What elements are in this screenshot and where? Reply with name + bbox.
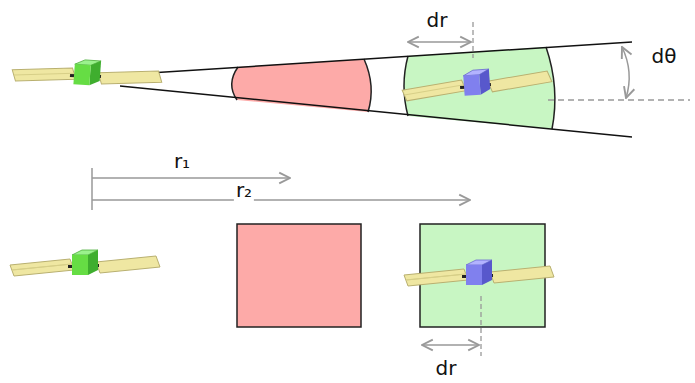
dimension-arrow: [408, 41, 471, 43]
drawing-part: [401, 71, 552, 101]
drawing-part: [10, 256, 160, 276]
drawing-part: [482, 260, 492, 285]
dimension-label: dr: [425, 9, 450, 31]
drawing-part: [89, 60, 101, 86]
satellite-symbol: [401, 65, 552, 101]
dimension-label: dr: [434, 357, 459, 379]
dimension-arrow: [422, 344, 479, 346]
origin-tick: [91, 168, 93, 210]
angle-arrow: [622, 47, 629, 98]
green-edge: [404, 56, 408, 116]
axis-dashed: [548, 99, 690, 100]
dashed-tick: [472, 22, 473, 58]
satellite-symbol: [11, 55, 162, 91]
dashed-tick: [480, 296, 481, 356]
drawing-part: [88, 250, 98, 275]
radius-arrow: [92, 199, 470, 201]
drawing-part: [463, 75, 480, 96]
radius-label: r₂: [234, 179, 254, 201]
green-edge: [546, 47, 555, 129]
drawing-part: [466, 265, 482, 285]
pink-square: [237, 224, 361, 327]
angle-label: dθ: [650, 45, 679, 67]
drawing-part: [72, 255, 88, 275]
drawing-part: [73, 64, 90, 85]
satellite-symbol: [404, 260, 554, 286]
drawing-part: [479, 69, 491, 95]
wedge-line: [120, 86, 632, 137]
drawing-part: [404, 266, 554, 286]
drawing-part: [11, 61, 162, 91]
pink-edge: [232, 67, 238, 100]
satellite-symbol: [10, 250, 160, 276]
pink-edge: [364, 59, 371, 112]
wedge-line: [118, 42, 632, 75]
radius-label: r₁: [172, 150, 192, 172]
radius-arrow: [92, 177, 290, 179]
